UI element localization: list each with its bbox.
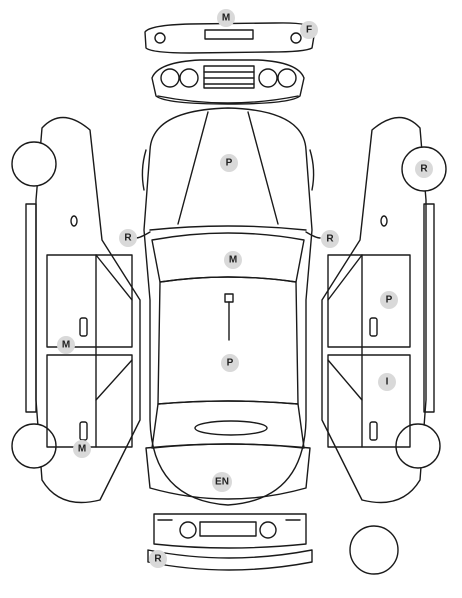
badge-roof[interactable]: P — [221, 354, 239, 372]
front-bumper-view — [144, 22, 316, 54]
badge-left-front-door[interactable]: M — [57, 336, 75, 354]
svg-text:P: P — [227, 358, 234, 369]
spare-wheel — [349, 525, 399, 575]
svg-text:M: M — [222, 13, 230, 24]
svg-text:R: R — [124, 233, 132, 244]
svg-text:F: F — [306, 25, 312, 36]
rear-bumper-view — [147, 513, 313, 571]
svg-text:P: P — [386, 295, 393, 306]
badge-front-bumper[interactable]: M — [217, 9, 235, 27]
badge-right-rear-door[interactable]: I — [378, 373, 396, 391]
badge-left-rear-door[interactable]: M — [73, 440, 91, 458]
svg-text:R: R — [154, 554, 162, 565]
front-grille-view — [151, 59, 305, 105]
badge-trunk[interactable]: EN — [212, 472, 232, 492]
svg-text:R: R — [326, 234, 334, 245]
badge-hood[interactable]: P — [220, 154, 238, 172]
svg-text:R: R — [420, 164, 428, 175]
badge-right-front-door[interactable]: P — [380, 291, 398, 309]
badge-left-mirror[interactable]: R — [119, 229, 137, 247]
badge-right-front-wheel[interactable]: R — [415, 160, 433, 178]
badge-rear-bumper[interactable]: R — [149, 550, 167, 568]
svg-text:M: M — [78, 444, 86, 455]
badge-windshield[interactable]: M — [224, 251, 242, 269]
badge-right-mirror[interactable]: R — [321, 230, 339, 248]
left-side-view — [11, 116, 141, 504]
badge-front-bumper-corner[interactable]: F — [300, 21, 318, 39]
svg-text:I: I — [386, 377, 389, 388]
svg-text:M: M — [62, 340, 70, 351]
car-top-view — [135, 107, 321, 506]
svg-text:P: P — [226, 158, 233, 169]
svg-text:M: M — [229, 255, 237, 266]
svg-text:EN: EN — [215, 477, 229, 488]
